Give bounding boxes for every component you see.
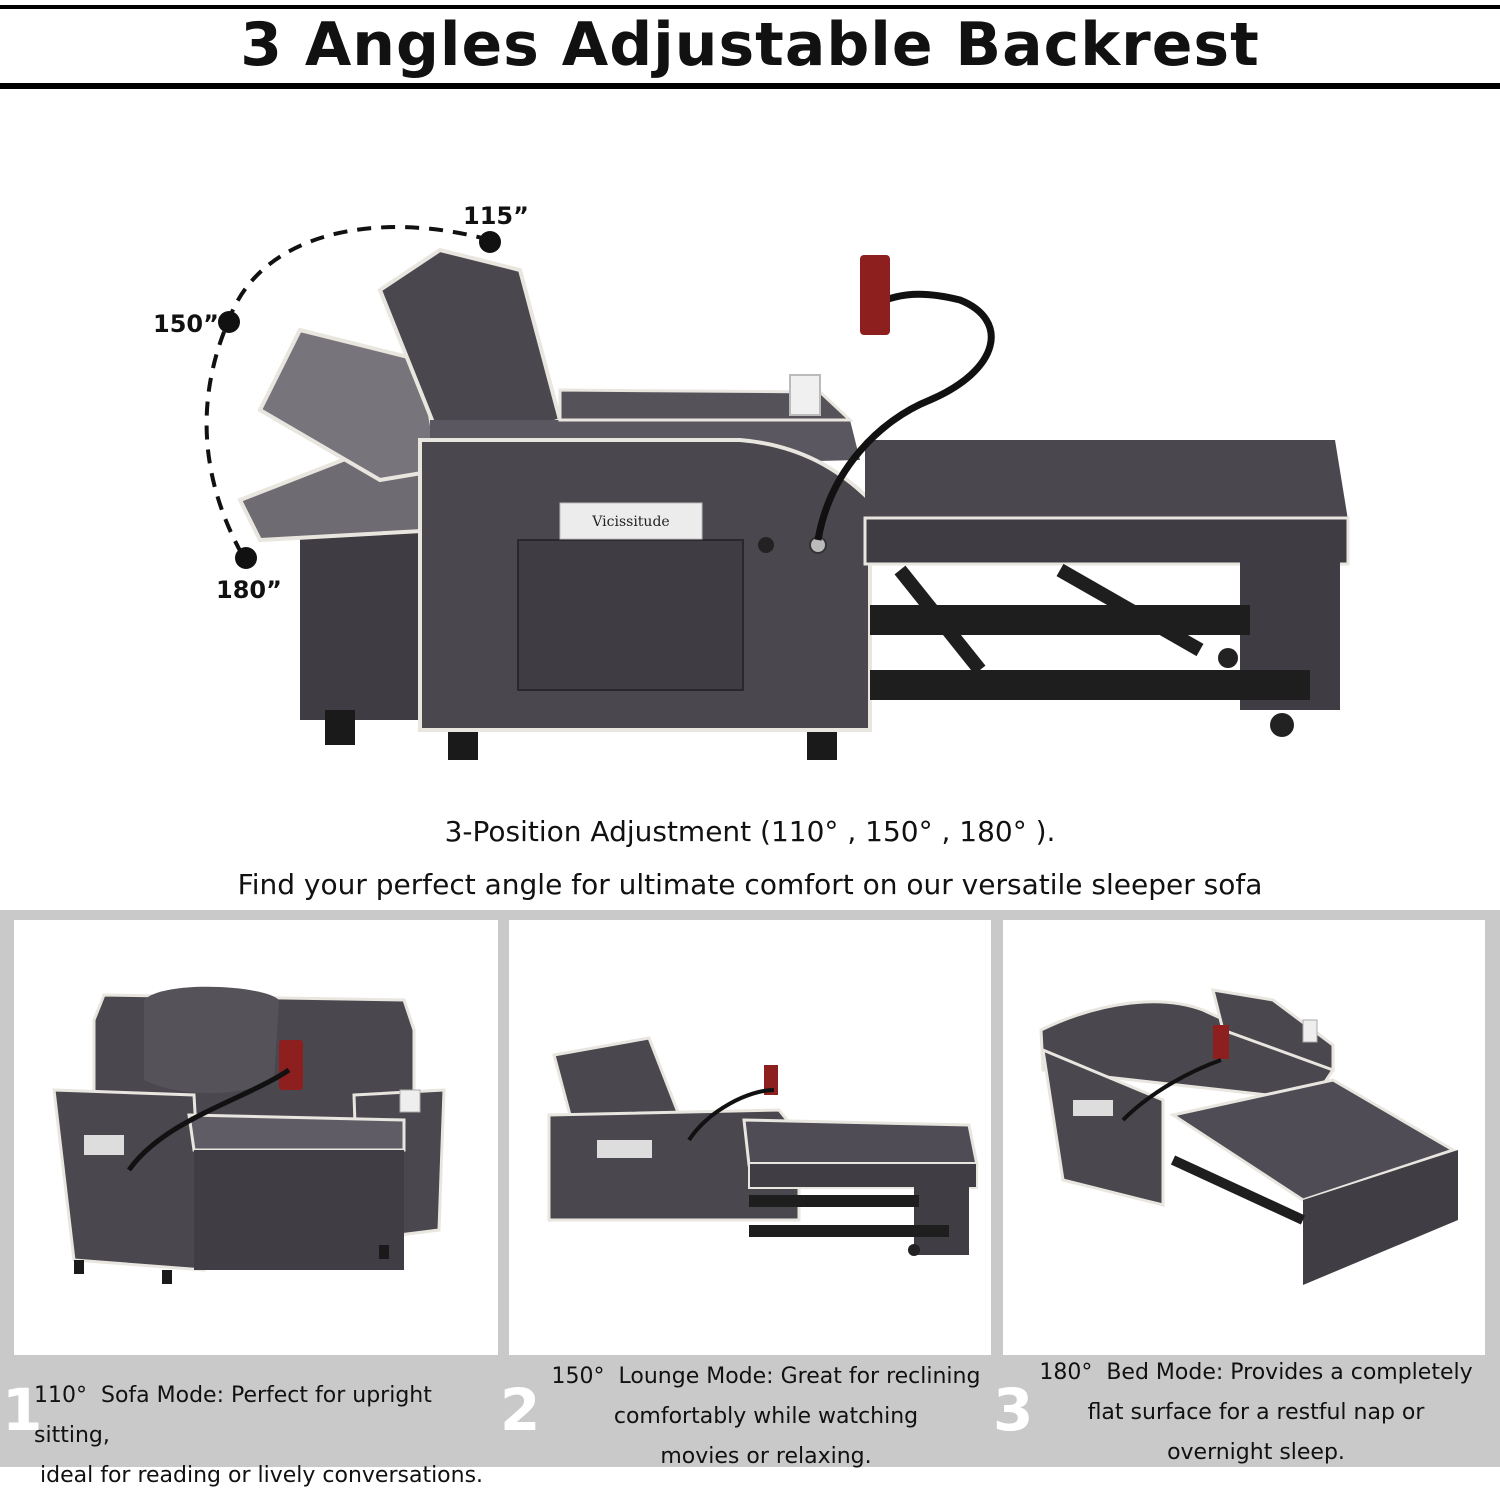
mode-3-line-1: 180° Bed Mode: Provides a completely: [1039, 1360, 1473, 1385]
mode-1-line-1: 110° Sofa Mode: Perfect for upright sitt…: [34, 1383, 432, 1448]
caption-positions: 3-Position Adjustment (110° , 150° , 180…: [444, 815, 1056, 848]
angle-dot-150: [218, 311, 240, 333]
mode-3-line-2: flat surface for a restful nap or: [1087, 1400, 1425, 1425]
header-top-rule: [0, 5, 1500, 9]
caption-tagline: Find your perfect angle for ultimate com…: [237, 868, 1263, 901]
mode-2-description: 150° Lounge Mode: Great for reclining co…: [548, 1357, 984, 1477]
chair-leg: [325, 710, 355, 745]
sofa-mode-illustration: [52, 986, 446, 1284]
mode-2-line-2: comfortably while watching: [613, 1404, 919, 1429]
header-bottom-rule: [0, 83, 1500, 89]
mode-3-number: 3: [993, 1376, 1034, 1444]
mode-1-image-panel: [14, 920, 498, 1355]
mode-2-line-3: movies or relaxing.: [660, 1444, 872, 1469]
angle-label-115: 115”: [463, 202, 529, 230]
angle-label-150: 150”: [153, 310, 219, 338]
armrest-top: [558, 388, 854, 422]
footrest-cushion: [863, 516, 1350, 566]
footrest-frame: [870, 670, 1310, 700]
mode-1-description: 110° Sofa Mode: Perfect for upright sitt…: [34, 1376, 496, 1496]
usb-port: [758, 537, 774, 553]
phone-holder-arm: [814, 290, 995, 541]
frame-strut: [894, 565, 986, 675]
header: 3 Angles Adjustable Backrest: [0, 0, 1500, 92]
bed-mode-illustration: [1039, 988, 1458, 1285]
angle-label-180: 180”: [216, 576, 282, 604]
mode-2-image-panel: [509, 920, 991, 1355]
brand-tag-text: Vicissitude: [591, 514, 669, 530]
mode-1-line-2: ideal for reading or lively conversation…: [40, 1463, 484, 1488]
mode-2-line-1: 150° Lounge Mode: Great for reclining: [551, 1364, 981, 1389]
lounge-mode-illustration: [547, 1036, 979, 1256]
mode-1-number: 1: [2, 1376, 43, 1444]
footrest-top: [865, 440, 1348, 520]
page-title: 3 Angles Adjustable Backrest: [240, 10, 1260, 80]
caster-wheel: [1218, 648, 1238, 668]
side-pocket: [517, 539, 744, 691]
brand-tag: [559, 502, 703, 540]
mode-2-number: 2: [500, 1376, 541, 1444]
mode-3-image-panel: [1003, 920, 1485, 1355]
hero-sofa-illustration: Vicissitude: [0, 180, 1500, 780]
hero-sofa-svg: Vicissitude: [204, 225, 1350, 760]
cup: [789, 374, 821, 416]
mode-3-description: 180° Bed Mode: Provides a completely fla…: [1030, 1353, 1482, 1473]
frame-strut: [1056, 563, 1204, 657]
phone-holder: [860, 255, 890, 335]
angle-dot-180: [235, 547, 257, 569]
angle-dot-115: [479, 231, 501, 253]
mode-3-line-3: overnight sleep.: [1167, 1440, 1345, 1465]
caster-wheel: [1270, 713, 1294, 737]
